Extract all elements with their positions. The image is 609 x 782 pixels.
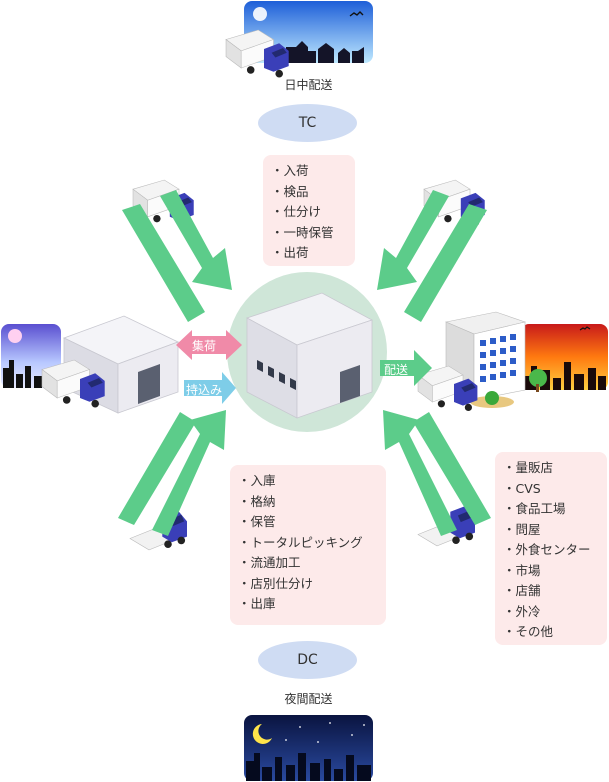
- left-warehouse-scene-image: [1, 315, 180, 414]
- arrow-br-up: [383, 410, 457, 536]
- dc-step: 入庫: [238, 471, 386, 492]
- destination-item: その他: [503, 622, 607, 643]
- right-building-scene-image: [417, 311, 608, 412]
- tc-label: TC: [258, 104, 357, 142]
- dc-step: 格納: [238, 492, 386, 513]
- arrow-bl-up: [152, 410, 226, 536]
- dc-step: 店別仕分け: [238, 574, 386, 595]
- tc-process-box: 入荷 検品 仕分け 一時保管 出荷: [263, 155, 355, 266]
- destination-item: 食品工場: [503, 499, 607, 520]
- tc-step: 入荷: [271, 161, 355, 182]
- deliver-arrow: [380, 350, 432, 386]
- night-scene-image: [244, 715, 373, 781]
- day-delivery-caption: 日中配送: [284, 78, 333, 92]
- dc-step: 出庫: [238, 594, 386, 615]
- tc-step: 出荷: [271, 243, 355, 264]
- arrow-tr-up: [404, 204, 487, 322]
- destination-item: 問屋: [503, 520, 607, 541]
- arrow-br-down: [413, 412, 491, 525]
- destination-item: 店舗: [503, 581, 607, 602]
- bring-in-label: 持込み: [186, 383, 223, 397]
- dc-step: 流通加工: [238, 553, 386, 574]
- destination-item: 外冷: [503, 602, 607, 623]
- day-scene-image: [225, 1, 373, 78]
- arrow-tl-down: [160, 190, 232, 290]
- dc-step: 保管: [238, 512, 386, 533]
- dc-label: DC: [258, 641, 357, 679]
- tc-step: 一時保管: [271, 223, 355, 244]
- deliver-label: 配送: [384, 363, 409, 377]
- tc-step: 検品: [271, 182, 355, 203]
- arrow-tl-up: [122, 204, 205, 322]
- destination-item: 外食センター: [503, 540, 607, 561]
- destination-item: 市場: [503, 561, 607, 582]
- arrow-tr-down: [377, 190, 449, 290]
- collect-label: 集荷: [192, 339, 217, 353]
- center-warehouse-image: [245, 292, 374, 419]
- bring-in-arrow: [184, 372, 236, 404]
- tc-step: 仕分け: [271, 202, 355, 223]
- destination-item: CVS: [503, 479, 607, 500]
- night-delivery-caption: 夜間配送: [284, 692, 333, 706]
- destination-item: 量販店: [503, 458, 607, 479]
- collect-arrow: [176, 330, 242, 360]
- destinations-box: 量販店 CVS 食品工場 問屋 外食センター 市場 店舗 外冷 その他: [495, 452, 607, 645]
- arrow-bl-down: [118, 412, 196, 525]
- dc-step: トータルピッキング: [238, 533, 386, 554]
- dc-process-box: 入庫 格納 保管 トータルピッキング 流通加工 店別仕分け 出庫: [230, 465, 386, 625]
